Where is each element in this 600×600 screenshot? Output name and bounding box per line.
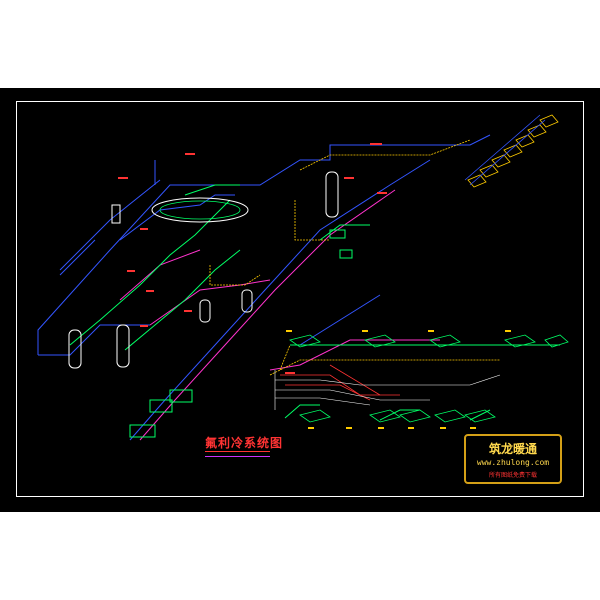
accumulator-vessel (325, 171, 339, 218)
evaporator-3 (515, 134, 535, 148)
equipment-group (68, 171, 353, 438)
unit-top-1 (289, 334, 321, 348)
evaporator-feed-lines (464, 114, 546, 186)
condensate-pipe-network (69, 184, 560, 421)
evaporator-1 (539, 114, 559, 128)
evaporator-5 (491, 154, 511, 168)
evaporator-4 (503, 144, 523, 158)
compressor-1 (199, 299, 211, 323)
pump-base-3 (169, 389, 193, 403)
unit-bottom-1 (299, 409, 331, 423)
elevation-markers (118, 143, 387, 374)
refrigerant-lines (280, 364, 400, 401)
unit-bottom-3 (399, 409, 431, 423)
unit-bottom-2 (369, 409, 401, 423)
logo-subtitle: 所有图纸免费下载 (488, 472, 537, 479)
pump-base-1 (129, 424, 156, 438)
cold-room-units (289, 334, 569, 423)
gas-pipe-network (209, 139, 500, 376)
valve-station (329, 229, 346, 239)
unit-tags (286, 330, 511, 429)
return-pipe-network (119, 189, 440, 441)
receiver-tank-inner (159, 200, 241, 220)
unit-top-3 (429, 334, 461, 348)
receiver-tank (151, 197, 249, 223)
title-underline (205, 451, 270, 452)
separator-vessel-2 (116, 324, 130, 368)
separator-vessel-1 (68, 329, 82, 369)
drawing-title: 氟利冷系统图 (205, 436, 284, 450)
compressor-2 (241, 289, 253, 313)
unit-top-2 (364, 334, 396, 348)
unit-bottom-5 (464, 409, 496, 423)
heat-exchanger (339, 249, 353, 259)
evaporator-7 (467, 174, 487, 188)
supply-pipe-network (37, 134, 491, 441)
title-underline-secondary (205, 456, 270, 457)
unit-top-4 (504, 334, 536, 348)
distribution-lines (274, 370, 501, 410)
drawing-frame (16, 101, 584, 497)
evaporator-2 (527, 124, 547, 138)
evaporator-cluster (467, 114, 559, 188)
evaporator-6 (479, 164, 499, 178)
publisher-logo: 筑龙暖通 www.zhulong.com 所有图纸免费下载 (464, 434, 562, 484)
logo-url: www.zhulong.com (476, 458, 550, 467)
pump-base-2 (149, 399, 173, 413)
filter-unit (111, 204, 121, 224)
logo-name: 筑龙暖通 (488, 442, 537, 456)
unit-bottom-4 (434, 409, 466, 423)
unit-top-5 (544, 334, 569, 348)
